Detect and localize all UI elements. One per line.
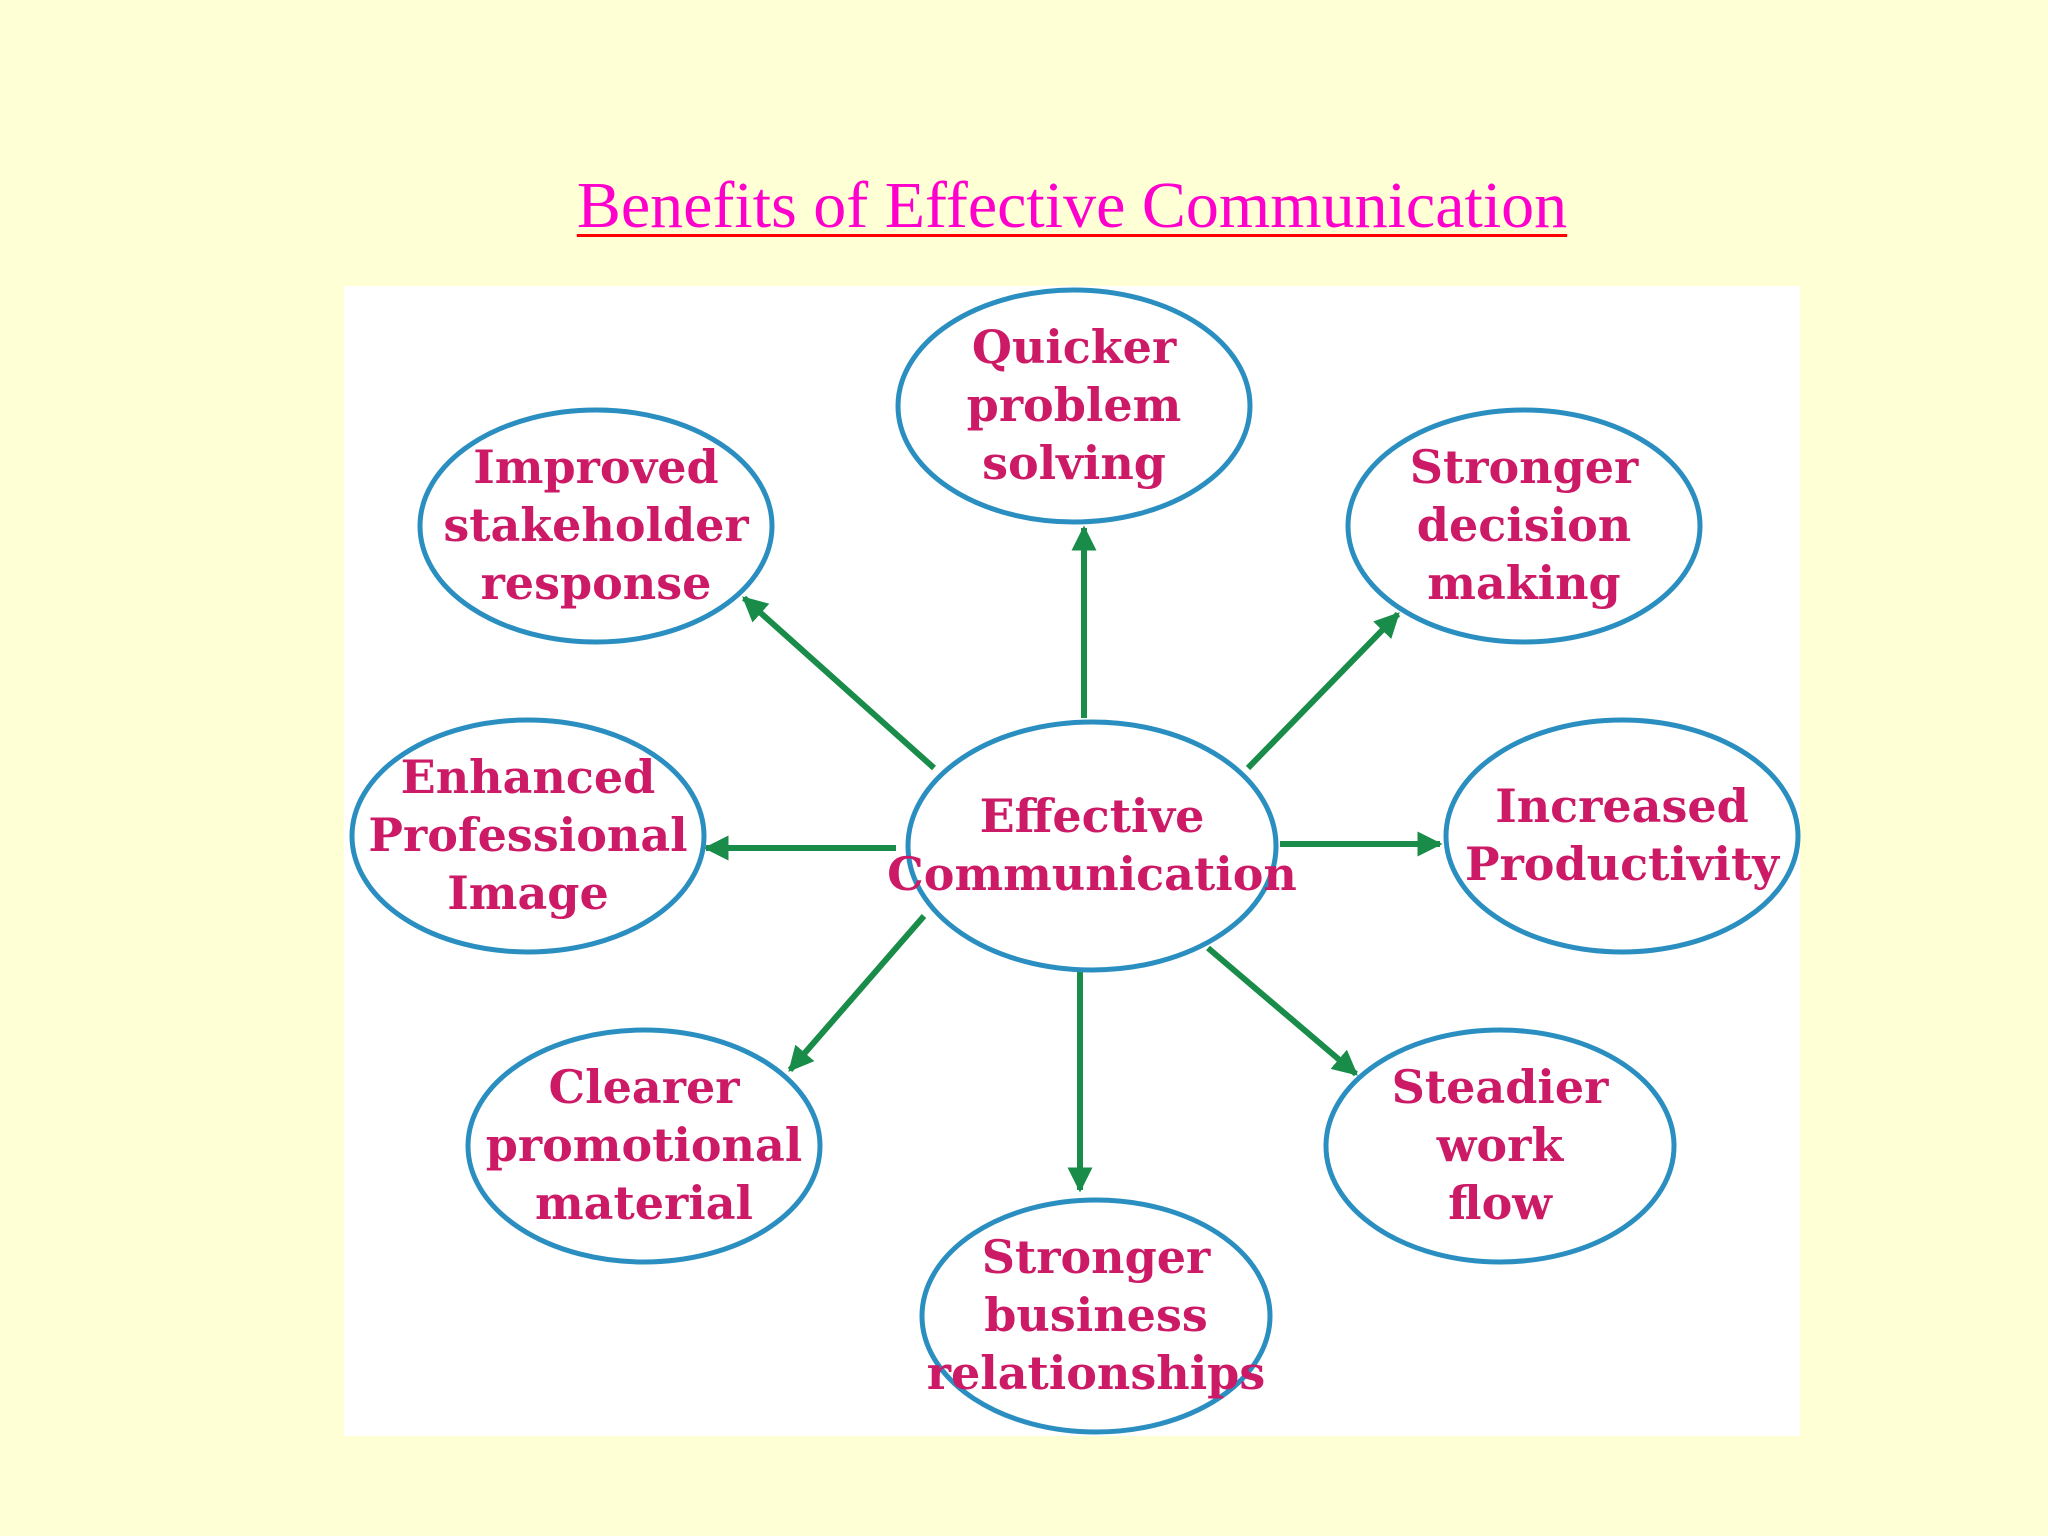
arrow-to-clearer-promotional-material	[787, 914, 927, 1072]
node-improved-stakeholder-response-label-line: response	[481, 556, 712, 610]
node-increased-productivity-label-line: Productivity	[1465, 837, 1780, 891]
node-quicker-problem-solving-label-line: solving	[982, 436, 1166, 490]
node-quicker-problem-solving-label-line: Quicker	[972, 320, 1177, 374]
node-enhanced-professional-image-label-line: Image	[447, 866, 608, 920]
node-improved-stakeholder-response-ellipse	[417, 407, 775, 645]
node-stronger-business-relationships-ellipse	[919, 1197, 1273, 1435]
node-stronger-business-relationships-label-line: business	[984, 1288, 1208, 1342]
node-stronger-decision-making-label-line: decision	[1417, 498, 1631, 552]
arrows-layer	[703, 525, 1443, 1193]
node-steadier-work-flow-ellipse	[1323, 1027, 1677, 1265]
node-increased-productivity-ellipse	[1443, 717, 1801, 955]
center-node-effective-communication-label-line: Effective	[980, 789, 1205, 843]
center-node-effective-communication-label-line: Communication	[887, 847, 1297, 901]
node-increased-productivity-label-line: Increased	[1495, 779, 1749, 833]
node-clearer-promotional-material-label-line: promotional	[486, 1118, 803, 1172]
node-clearer-promotional-material-ellipse	[465, 1027, 823, 1265]
node-clearer-promotional-material-label-line: Clearer	[549, 1060, 741, 1114]
node-improved-stakeholder-response-label-line: Improved	[473, 440, 718, 494]
node-stronger-decision-making-label-line: making	[1427, 556, 1620, 610]
node-steadier-work-flow-label-line: Steadier	[1392, 1060, 1609, 1114]
node-quicker-problem-solving-ellipse	[895, 287, 1253, 525]
node-enhanced-professional-image-ellipse	[349, 717, 707, 955]
node-enhanced-professional-image-label-line: Enhanced	[401, 750, 656, 804]
node-clearer-promotional-material-label-line: material	[535, 1176, 753, 1230]
node-stronger-business-relationships-label-line: Stronger	[982, 1230, 1211, 1284]
node-stronger-business-relationships-label-line: relationships	[927, 1346, 1266, 1400]
center-node-effective-communication-ellipse	[905, 719, 1279, 973]
arrow-to-steadier-work-flow	[1206, 945, 1358, 1077]
node-enhanced-professional-image-label-line: Professional	[368, 808, 687, 862]
arrow-to-improved-stakeholder-response	[741, 595, 937, 771]
slide-title: Benefits of Effective Communication	[576, 169, 1568, 242]
arrow-to-stronger-decision-making	[1245, 611, 1401, 771]
node-steadier-work-flow-label-line: work	[1436, 1118, 1565, 1172]
node-stronger-decision-making-ellipse	[1345, 407, 1703, 645]
node-steadier-work-flow-label-line: flow	[1448, 1176, 1553, 1230]
node-improved-stakeholder-response-label-line: stakeholder	[443, 498, 749, 552]
node-quicker-problem-solving-label-line: problem	[967, 378, 1182, 432]
node-stronger-decision-making-label-line: Stronger	[1410, 440, 1639, 494]
